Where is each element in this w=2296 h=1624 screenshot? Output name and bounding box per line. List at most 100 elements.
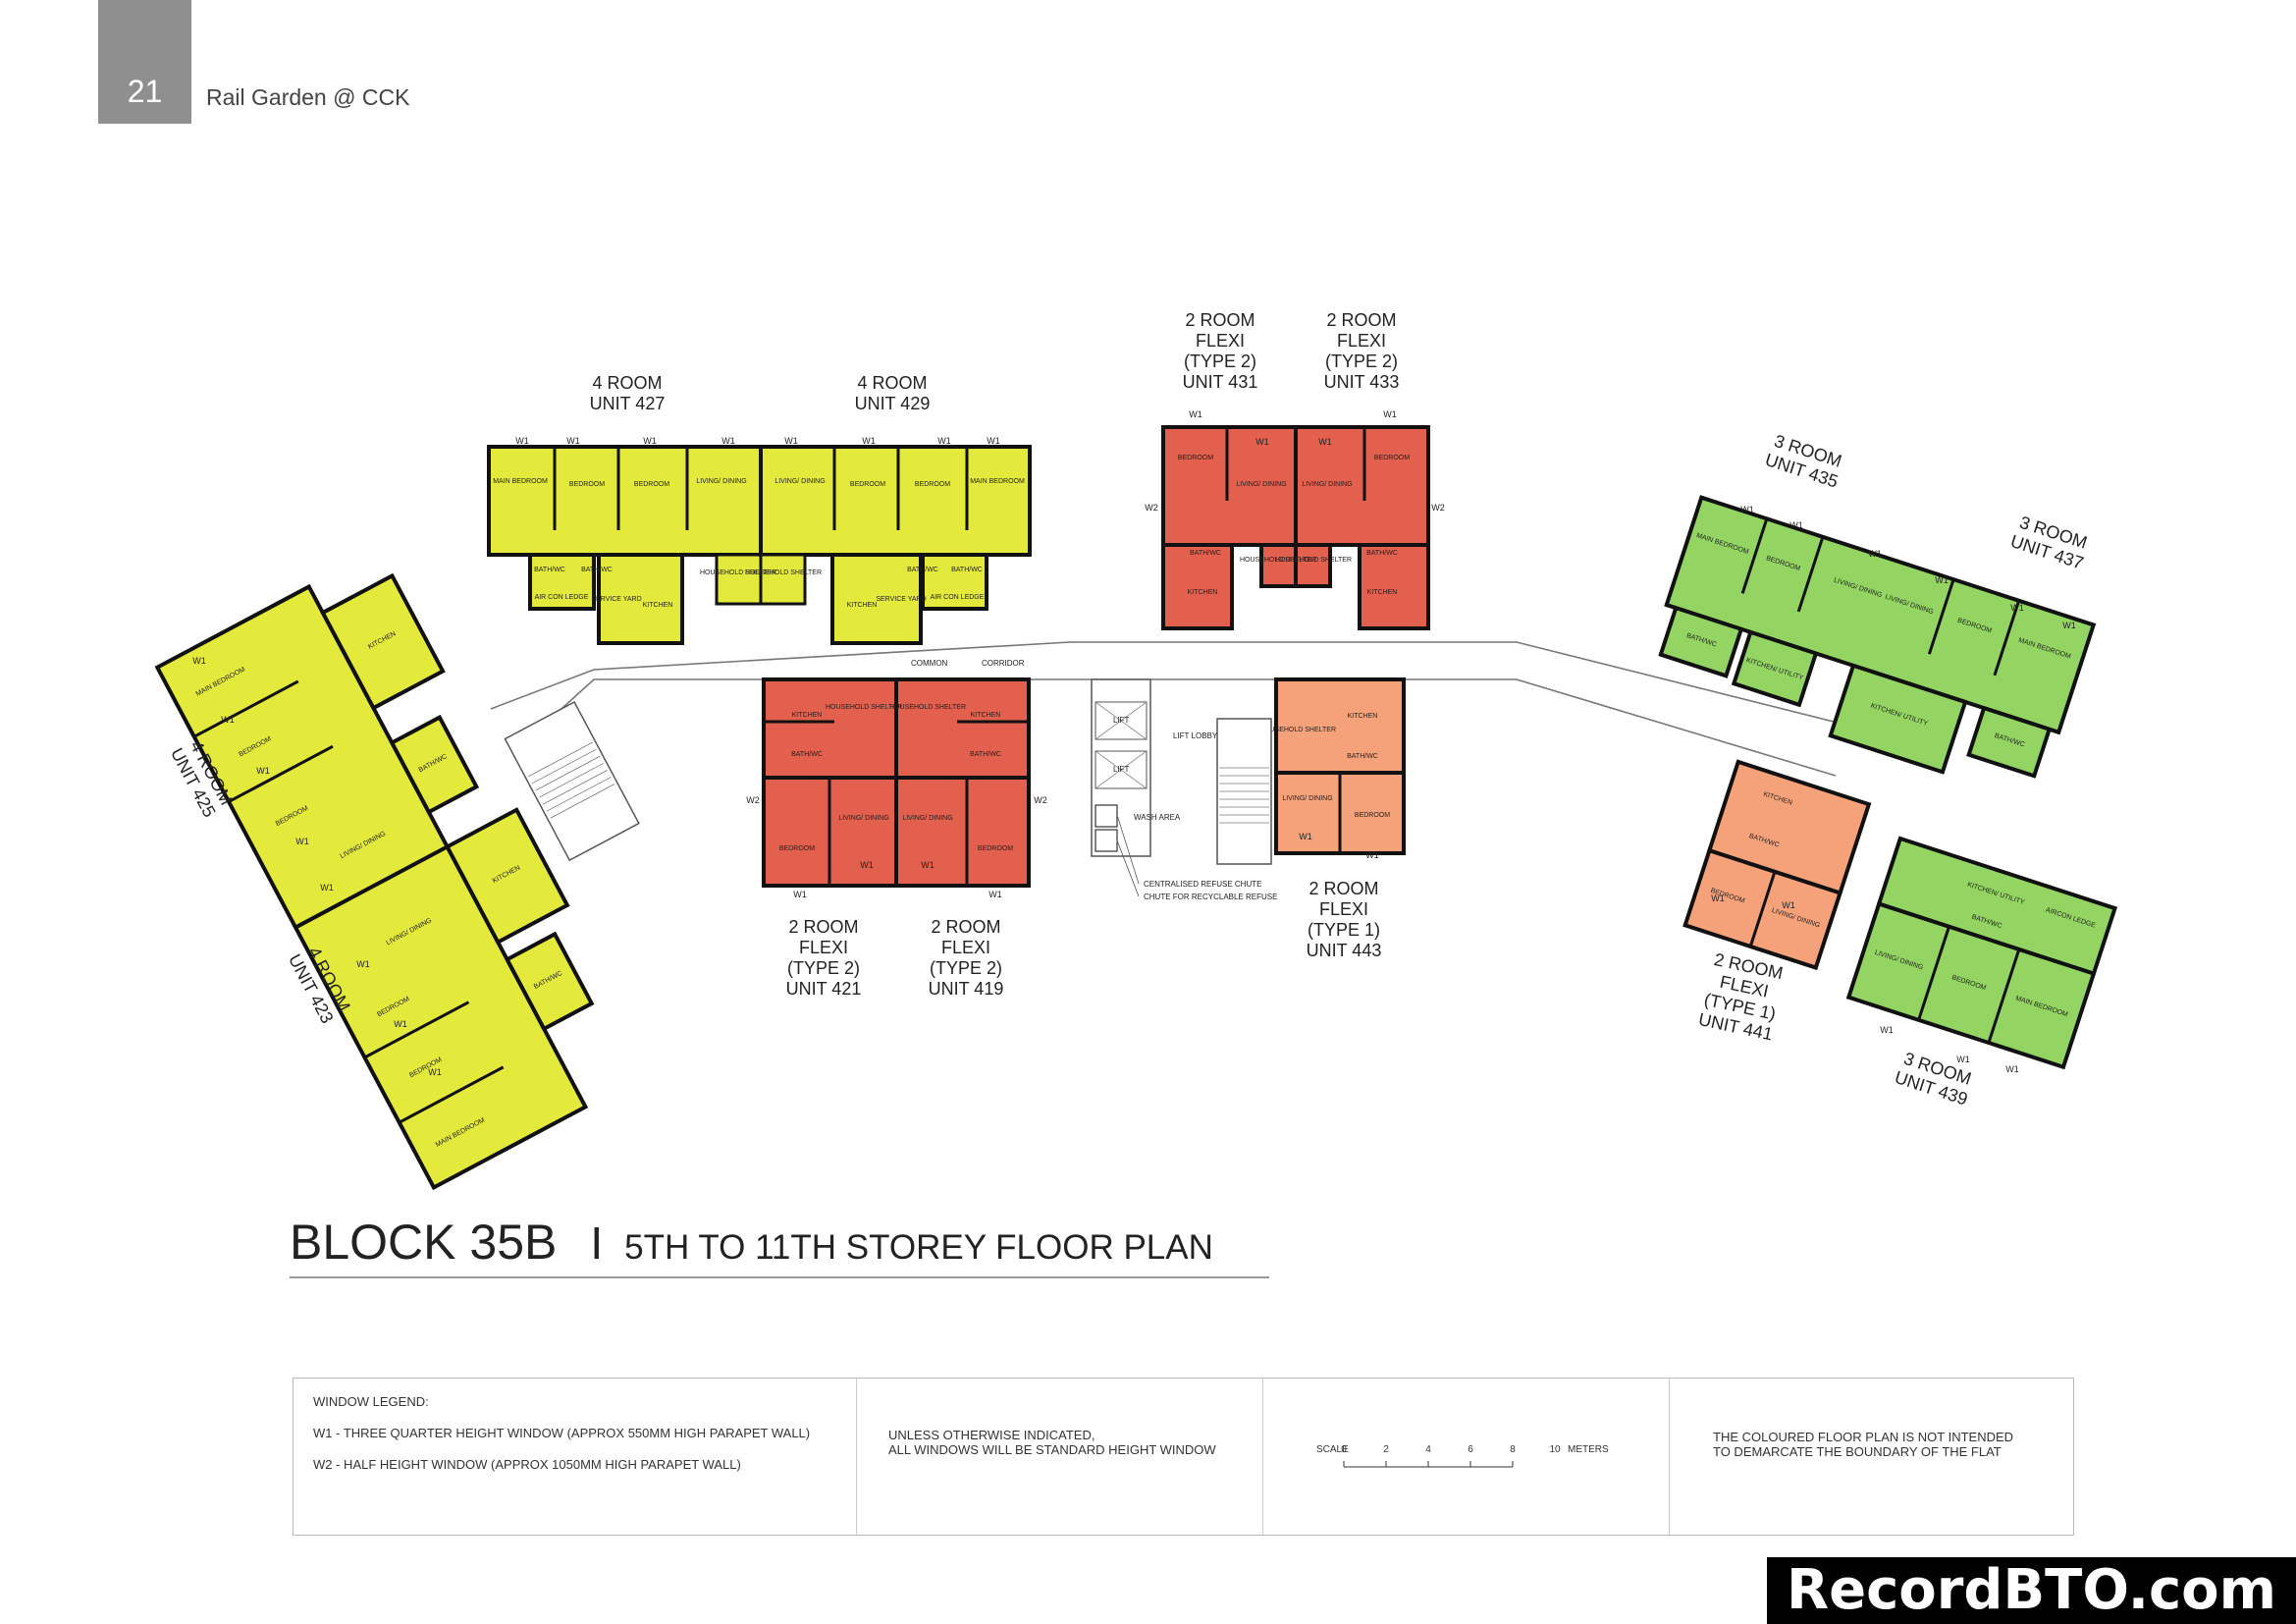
window-label: W1	[192, 656, 206, 666]
window-label: W1	[2010, 603, 2024, 613]
window-label: W1	[256, 766, 270, 776]
disclaimer-line-1: THE COLOURED FLOOR PLAN IS NOT INTENDED	[1713, 1430, 2014, 1444]
window-legend: WINDOW LEGEND: W1 - THREE QUARTER HEIGHT…	[294, 1379, 857, 1535]
room-label: BEDROOM	[978, 845, 1013, 852]
window-label: W1	[860, 860, 874, 870]
room-label: MAIN BEDROOM	[970, 478, 1025, 485]
room-label: BATH/WC	[907, 567, 938, 573]
window-label: W1	[394, 1019, 407, 1029]
standard-note-line-1: UNLESS OTHERWISE INDICATED,	[888, 1428, 1095, 1442]
unit-421-plan	[762, 677, 898, 888]
left-stair	[504, 700, 640, 862]
room-label: BATH/WC	[951, 567, 983, 573]
room-label: LIVING/ DINING	[902, 815, 952, 822]
window-label: W1	[1299, 832, 1312, 841]
room-label: HOUSEHOLD SHELTER	[1275, 557, 1352, 564]
unit-427-plan	[487, 445, 763, 645]
window-label: W2	[1034, 795, 1047, 805]
room-label: BEDROOM	[779, 845, 815, 852]
standard-window-note: UNLESS OTHERWISE INDICATED, ALL WINDOWS …	[857, 1379, 1263, 1535]
window-label: W1	[793, 890, 807, 899]
window-label: W1	[1956, 1055, 1970, 1064]
window-label: W1	[1868, 549, 1882, 559]
room-label: BATH/WC	[1366, 550, 1398, 557]
scale-bar: SCALE 0 2 4 6 8 10 METERS	[1316, 1444, 1609, 1468]
room-label: HOUSEHOLD SHELTER	[700, 569, 776, 576]
room-label: LIVING/ DINING	[1302, 481, 1352, 488]
page-number: 21	[127, 74, 163, 109]
scale-tick: 2	[1383, 1444, 1389, 1455]
room-label: AIR CON LEDGE	[931, 594, 985, 601]
window-label: W1	[1365, 850, 1379, 860]
window-label: W1	[1255, 437, 1269, 447]
room-label: BEDROOM	[1374, 455, 1410, 461]
window-label: W1	[1740, 505, 1754, 514]
room-label: KITCHEN	[1348, 713, 1378, 720]
legend-box: WINDOW LEGEND: W1 - THREE QUARTER HEIGHT…	[293, 1378, 2074, 1536]
room-label: BATH/WC	[1190, 550, 1221, 557]
room-label: LIVING/ DINING	[696, 478, 746, 485]
room-label: LIVING/ DINING	[838, 815, 888, 822]
window-label: W1	[1935, 575, 1949, 585]
scale-unit: METERS	[1568, 1444, 1609, 1455]
window-label: W1	[643, 436, 657, 446]
window-label: W1	[721, 436, 735, 446]
scale-cell: SCALE 0 2 4 6 8 10 METERS	[1263, 1379, 1670, 1535]
room-label: HOUSEHOLD SHELTER	[1240, 557, 1316, 564]
room-label: BATH/WC	[581, 567, 613, 573]
unit-443-plan	[1274, 677, 1406, 855]
room-label: HOUSEHOLD SHELTER	[889, 704, 966, 711]
page-number-tab: 21	[98, 0, 191, 124]
scale-tick: 4	[1425, 1444, 1431, 1455]
heading-separator: I	[590, 1218, 604, 1269]
unit-label-435: 3 ROOMUNIT 435	[1763, 430, 1847, 492]
unit-431-plan	[1161, 425, 1298, 630]
watermark-logo: RecordBTO.com	[1767, 1557, 2296, 1624]
room-label: BATH/WC	[791, 751, 823, 758]
room-label: LIVING/ DINING	[774, 478, 825, 485]
room-label: BEDROOM	[915, 481, 950, 488]
window-label: W1	[1789, 520, 1803, 530]
window-label: W2	[746, 795, 760, 805]
window-label: W1	[1711, 893, 1725, 903]
disclaimer-line-2: TO DEMARCATE THE BOUNDARY OF THE FLAT	[1713, 1444, 2002, 1459]
window-label: W1	[1189, 409, 1202, 419]
w2-description: W2 - HALF HEIGHT WINDOW (APPROX 1050MM H…	[313, 1457, 741, 1472]
room-label: BATH/WC	[534, 567, 565, 573]
room-label: LIVING/ DINING	[1282, 795, 1332, 802]
room-label: BATH/WC	[1347, 753, 1378, 760]
room-label: SERVICE YARD	[591, 596, 641, 603]
unit-439-plan: KITCHEN/ UTILITY AIRCON LEDGE BATH/WC LI…	[1845, 836, 2118, 1070]
left-wing-plan: MAIN BEDROOM BEDROOM BEDROOM LIVING/ DIN…	[154, 572, 595, 1191]
window-label: W1	[784, 436, 798, 446]
scale-tick: 8	[1510, 1444, 1516, 1455]
window-label: W1	[1318, 437, 1332, 447]
window-label: W1	[221, 715, 235, 725]
scale-label: SCALE	[1316, 1444, 1349, 1455]
standard-note-line-2: ALL WINDOWS WILL BE STANDARD HEIGHT WIND…	[888, 1442, 1216, 1457]
room-label: KITCHEN	[971, 712, 1001, 719]
unit-419-plan	[894, 677, 1031, 888]
room-label: SERVICE YARD	[876, 596, 926, 603]
room-label: MAIN BEDROOM	[493, 478, 548, 485]
disclaimer: THE COLOURED FLOOR PLAN IS NOT INTENDED …	[1670, 1379, 2073, 1535]
document-title: Rail Garden @ CCK	[206, 84, 410, 110]
core-label: WASH AREA	[1134, 813, 1181, 822]
window-label: W1	[320, 883, 334, 893]
corridor-outline	[490, 641, 1846, 777]
refuse-chute-label: CENTRALISED REFUSE CHUTE	[1144, 880, 1261, 889]
unit-429-plan	[759, 445, 1032, 645]
window-legend-title: WINDOW LEGEND:	[313, 1394, 429, 1409]
unit-label-441: 2 ROOMFLEXI(TYPE 1)UNIT 441	[1697, 948, 1788, 1044]
window-label: W1	[2005, 1064, 2019, 1074]
scale-tick: 10	[1549, 1444, 1561, 1455]
room-label: KITCHEN	[792, 712, 823, 719]
window-label: W1	[921, 860, 934, 870]
window-label: W1	[1880, 1025, 1894, 1035]
